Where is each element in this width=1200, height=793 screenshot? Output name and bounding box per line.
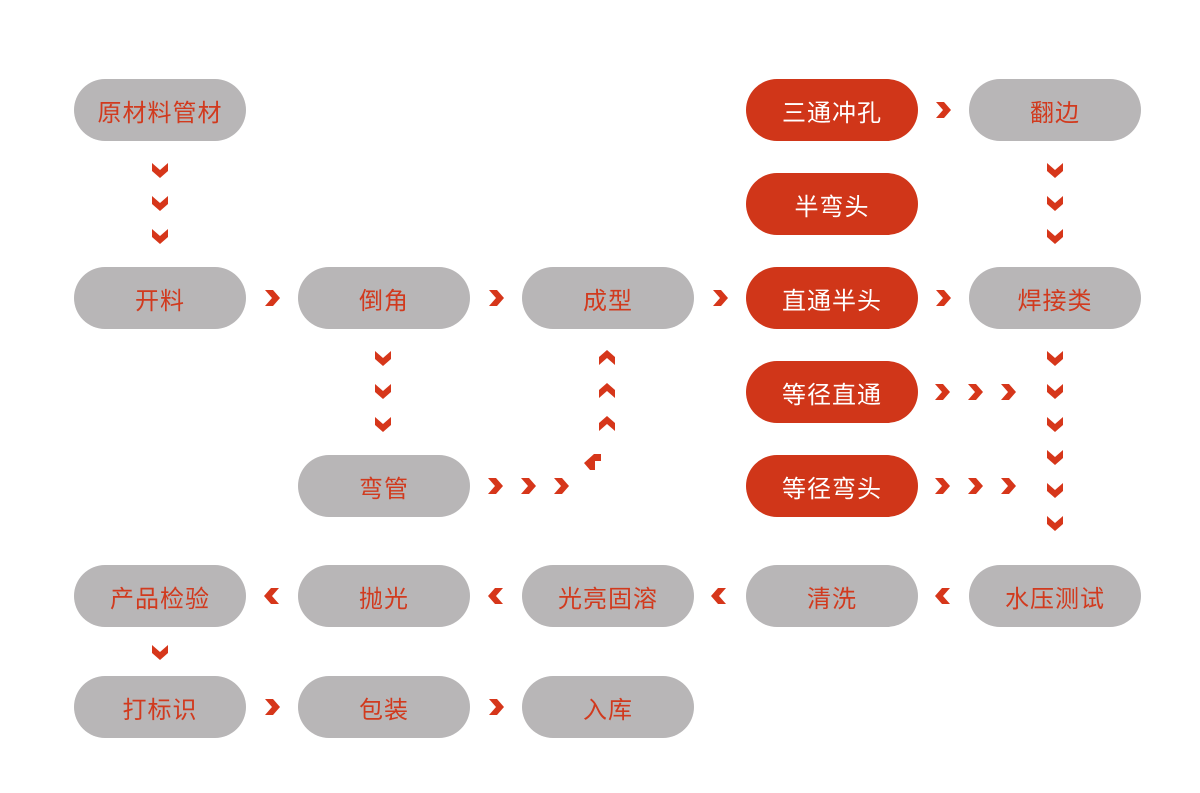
chevron-arrow-icon [521,478,536,494]
chevron-arrow-icon [1047,483,1063,498]
chevron-arrow-icon [554,478,569,494]
chevron-arrow-icon [599,383,615,398]
chevron-arrow-icon [375,417,391,432]
node-flanging: 翻边 [969,79,1141,141]
node-equal-elbow: 等径弯头 [746,455,918,517]
chevron-arrow-icon [1047,516,1063,531]
chevron-arrow-icon [488,478,503,494]
node-polishing: 抛光 [298,565,470,627]
chevron-arrow-icon [584,454,601,470]
chevron-arrow-icon [1001,478,1016,494]
chevron-arrow-icon [375,351,391,366]
arrow-cleaning-to-bright [711,588,726,604]
node-cleaning: 清洗 [746,565,918,627]
arrow-equal-elbow-to-line [935,478,1016,494]
arrow-chamfer-to-forming [489,290,504,306]
node-tee-punch: 三通冲孔 [746,79,918,141]
chevron-arrow-icon [1047,450,1063,465]
arrow-packaging-to-warehousing [489,699,504,715]
arrow-bright-to-polishing [488,588,503,604]
node-bright-solution: 光亮固溶 [522,565,694,627]
arrow-inspection-to-marking [152,645,168,660]
chevron-arrow-icon [1047,384,1063,399]
arrow-forming-to-straight-half [713,290,728,306]
arrow-polishing-to-inspection [264,588,279,604]
node-packaging: 包装 [298,676,470,738]
arrow-marking-to-packaging [265,699,280,715]
chevron-arrow-icon [599,350,615,365]
node-straight-half: 直通半头 [746,267,918,329]
chevron-arrow-icon [1047,229,1063,244]
node-cutting: 开料 [74,267,246,329]
arrow-straight-half-to-welding [936,290,951,306]
node-bending: 弯管 [298,455,470,517]
chevron-arrow-icon [1047,351,1063,366]
node-welding: 焊接类 [969,267,1141,329]
arrow-welding-to-pressure-test [1047,351,1063,531]
node-equal-straight: 等径直通 [746,361,918,423]
arrow-cutting-to-chamfer [265,290,280,306]
arrow-flanging-to-welding [1047,163,1063,244]
arrow-raw-to-cutting [152,163,168,244]
chevron-arrow-icon [1047,417,1063,432]
node-warehousing: 入库 [522,676,694,738]
node-forming: 成型 [522,267,694,329]
chevron-arrow-icon [968,478,983,494]
chevron-arrow-icon [375,384,391,399]
node-half-elbow: 半弯头 [746,173,918,235]
chevron-arrow-icon [599,416,615,431]
arrow-equal-straight-to-line [935,384,1016,400]
chevron-arrow-icon [1001,384,1016,400]
node-raw-material: 原材料管材 [74,79,246,141]
arrow-pressure-to-cleaning [935,588,950,604]
chevron-arrow-icon [1047,196,1063,211]
node-marking: 打标识 [74,676,246,738]
arrow-chamfer-to-bending [375,351,391,432]
chevron-arrow-icon [152,229,168,244]
node-product-inspection: 产品检验 [74,565,246,627]
node-chamfer: 倒角 [298,267,470,329]
chevron-arrow-icon [152,163,168,178]
arrow-tee-to-flanging [936,102,951,118]
node-pressure-test: 水压测试 [969,565,1141,627]
chevron-arrow-icon [152,196,168,211]
chevron-arrow-icon [935,478,950,494]
chevron-arrow-icon [968,384,983,400]
chevron-arrow-icon [1047,163,1063,178]
chevron-arrow-icon [935,384,950,400]
arrow-bending-to-forming [488,350,615,494]
